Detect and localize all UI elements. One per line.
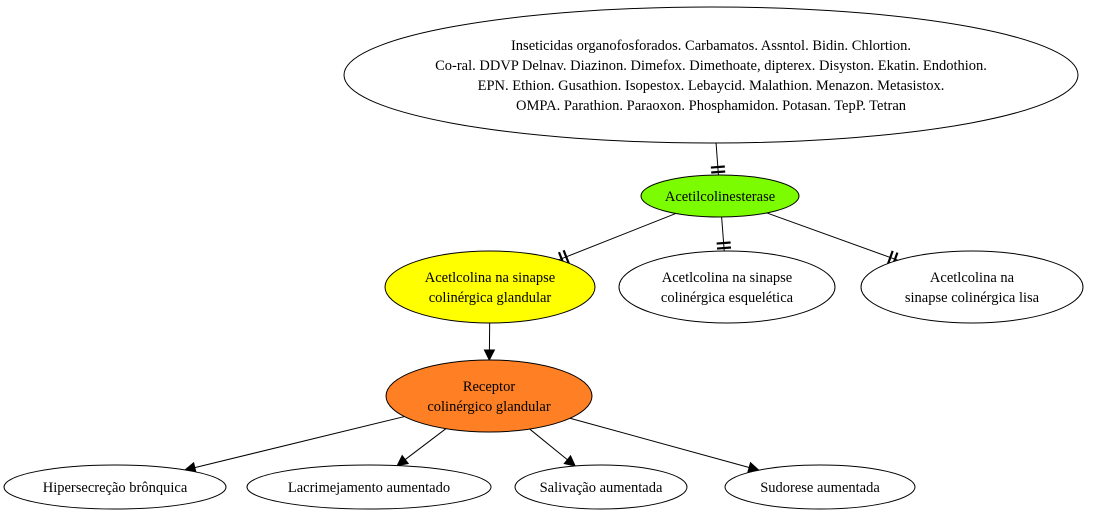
edge-receptor-glandular-to-lacrimejamento [396,428,447,467]
tee-mark [710,165,725,169]
edge-line [529,428,568,461]
edge-line [194,416,405,469]
node-inseticidas: Inseticidas organofosforados. Carbamatos… [343,6,1079,144]
edge-line [569,417,750,469]
node-label: colinérgico glandular [427,399,551,415]
node-shape [724,464,916,510]
tee-mark [562,249,570,264]
node-shape [860,250,1084,324]
tee-mark [711,170,726,174]
node-label: Acetlcolina na [930,270,1015,286]
node-hipersecrecao: Hipersecreção brônquica [3,464,227,510]
edge-receptor-glandular-to-hipersecrecao [184,416,405,474]
node-label: Salivação aumentada [540,480,663,496]
node-shape [246,464,492,510]
edge-line [721,216,725,252]
tee-mark [886,250,894,265]
edge-line [404,428,447,460]
node-shape [640,174,800,218]
edges-layer [184,142,899,474]
node-sinapse-glandular: Acetlcolina na sinapse colinérgica glandu… [384,250,596,324]
node-label: Acetlcolina na sinapse [662,270,792,286]
node-sudorese: Sudorese aumentada [724,464,916,510]
node-label: OMPA. Parathion. Paraoxon. Phosphamidon.… [516,98,907,114]
node-acetilcolinesterase: Acetilcolinesterase [640,174,800,218]
node-sinapse-esqueletica: Acetlcolina na sinapse colinérgica esquel… [618,250,836,324]
node-label: sinapse colinérgica lisa [905,290,1040,306]
node-lacrimejamento: Lacrimejamento aumentado [246,464,492,510]
edge-line [558,212,677,261]
arrowhead [396,454,410,467]
node-shape [618,250,836,324]
edge-sinapse-glandular-to-receptor-glandular [483,322,496,362]
edge-acetilcolinesterase-to-sinapse-glandular [557,212,677,266]
edge-line [715,142,719,176]
edge-line [766,212,899,261]
node-sinapse-lisa: Acetlcolina na sinapse colinérgica lisa [860,250,1084,324]
nodes-layer: Inseticidas organofosforados. Carbamatos… [3,6,1084,510]
tee-mark [716,246,732,250]
node-label: colinérgica glandular [429,290,552,306]
node-label: Co-ral. DDVP Delnav. Diazinon. Dimefox. … [435,58,987,74]
node-shape [385,359,593,433]
node-label: Lacrimejamento aumentado [288,480,450,496]
node-shape [384,250,596,324]
arrowhead [483,349,496,362]
edge-receptor-glandular-to-sudorese [569,417,760,473]
node-salivacao: Salivação aumentada [514,464,688,510]
node-shape [343,6,1079,144]
node-label: Inseticidas organofosforados. Carbamatos… [511,38,911,54]
node-label: Hipersecreção brônquica [43,480,188,496]
tee-mark [716,241,731,245]
node-label: Acetilcolinesterase [665,189,775,205]
arrowhead [563,454,577,467]
edge-inseticidas-to-acetilcolinesterase [710,142,726,176]
edge-receptor-glandular-to-salivacao [529,428,577,467]
node-label: Sudorese aumentada [760,480,880,496]
node-shape [514,464,688,510]
node-receptor-glandular: Receptor colinérgico glandular [385,359,593,433]
node-shape [3,464,227,510]
node-label: Receptor [463,379,516,395]
node-label: Acetlcolina na sinapse [425,270,555,286]
node-label: colinérgica esquelética [661,290,794,306]
node-label: EPN. Ethion. Gusathion. Isopestox. Lebay… [478,78,945,94]
edge-acetilcolinesterase-to-sinapse-esqueletica [716,216,732,252]
